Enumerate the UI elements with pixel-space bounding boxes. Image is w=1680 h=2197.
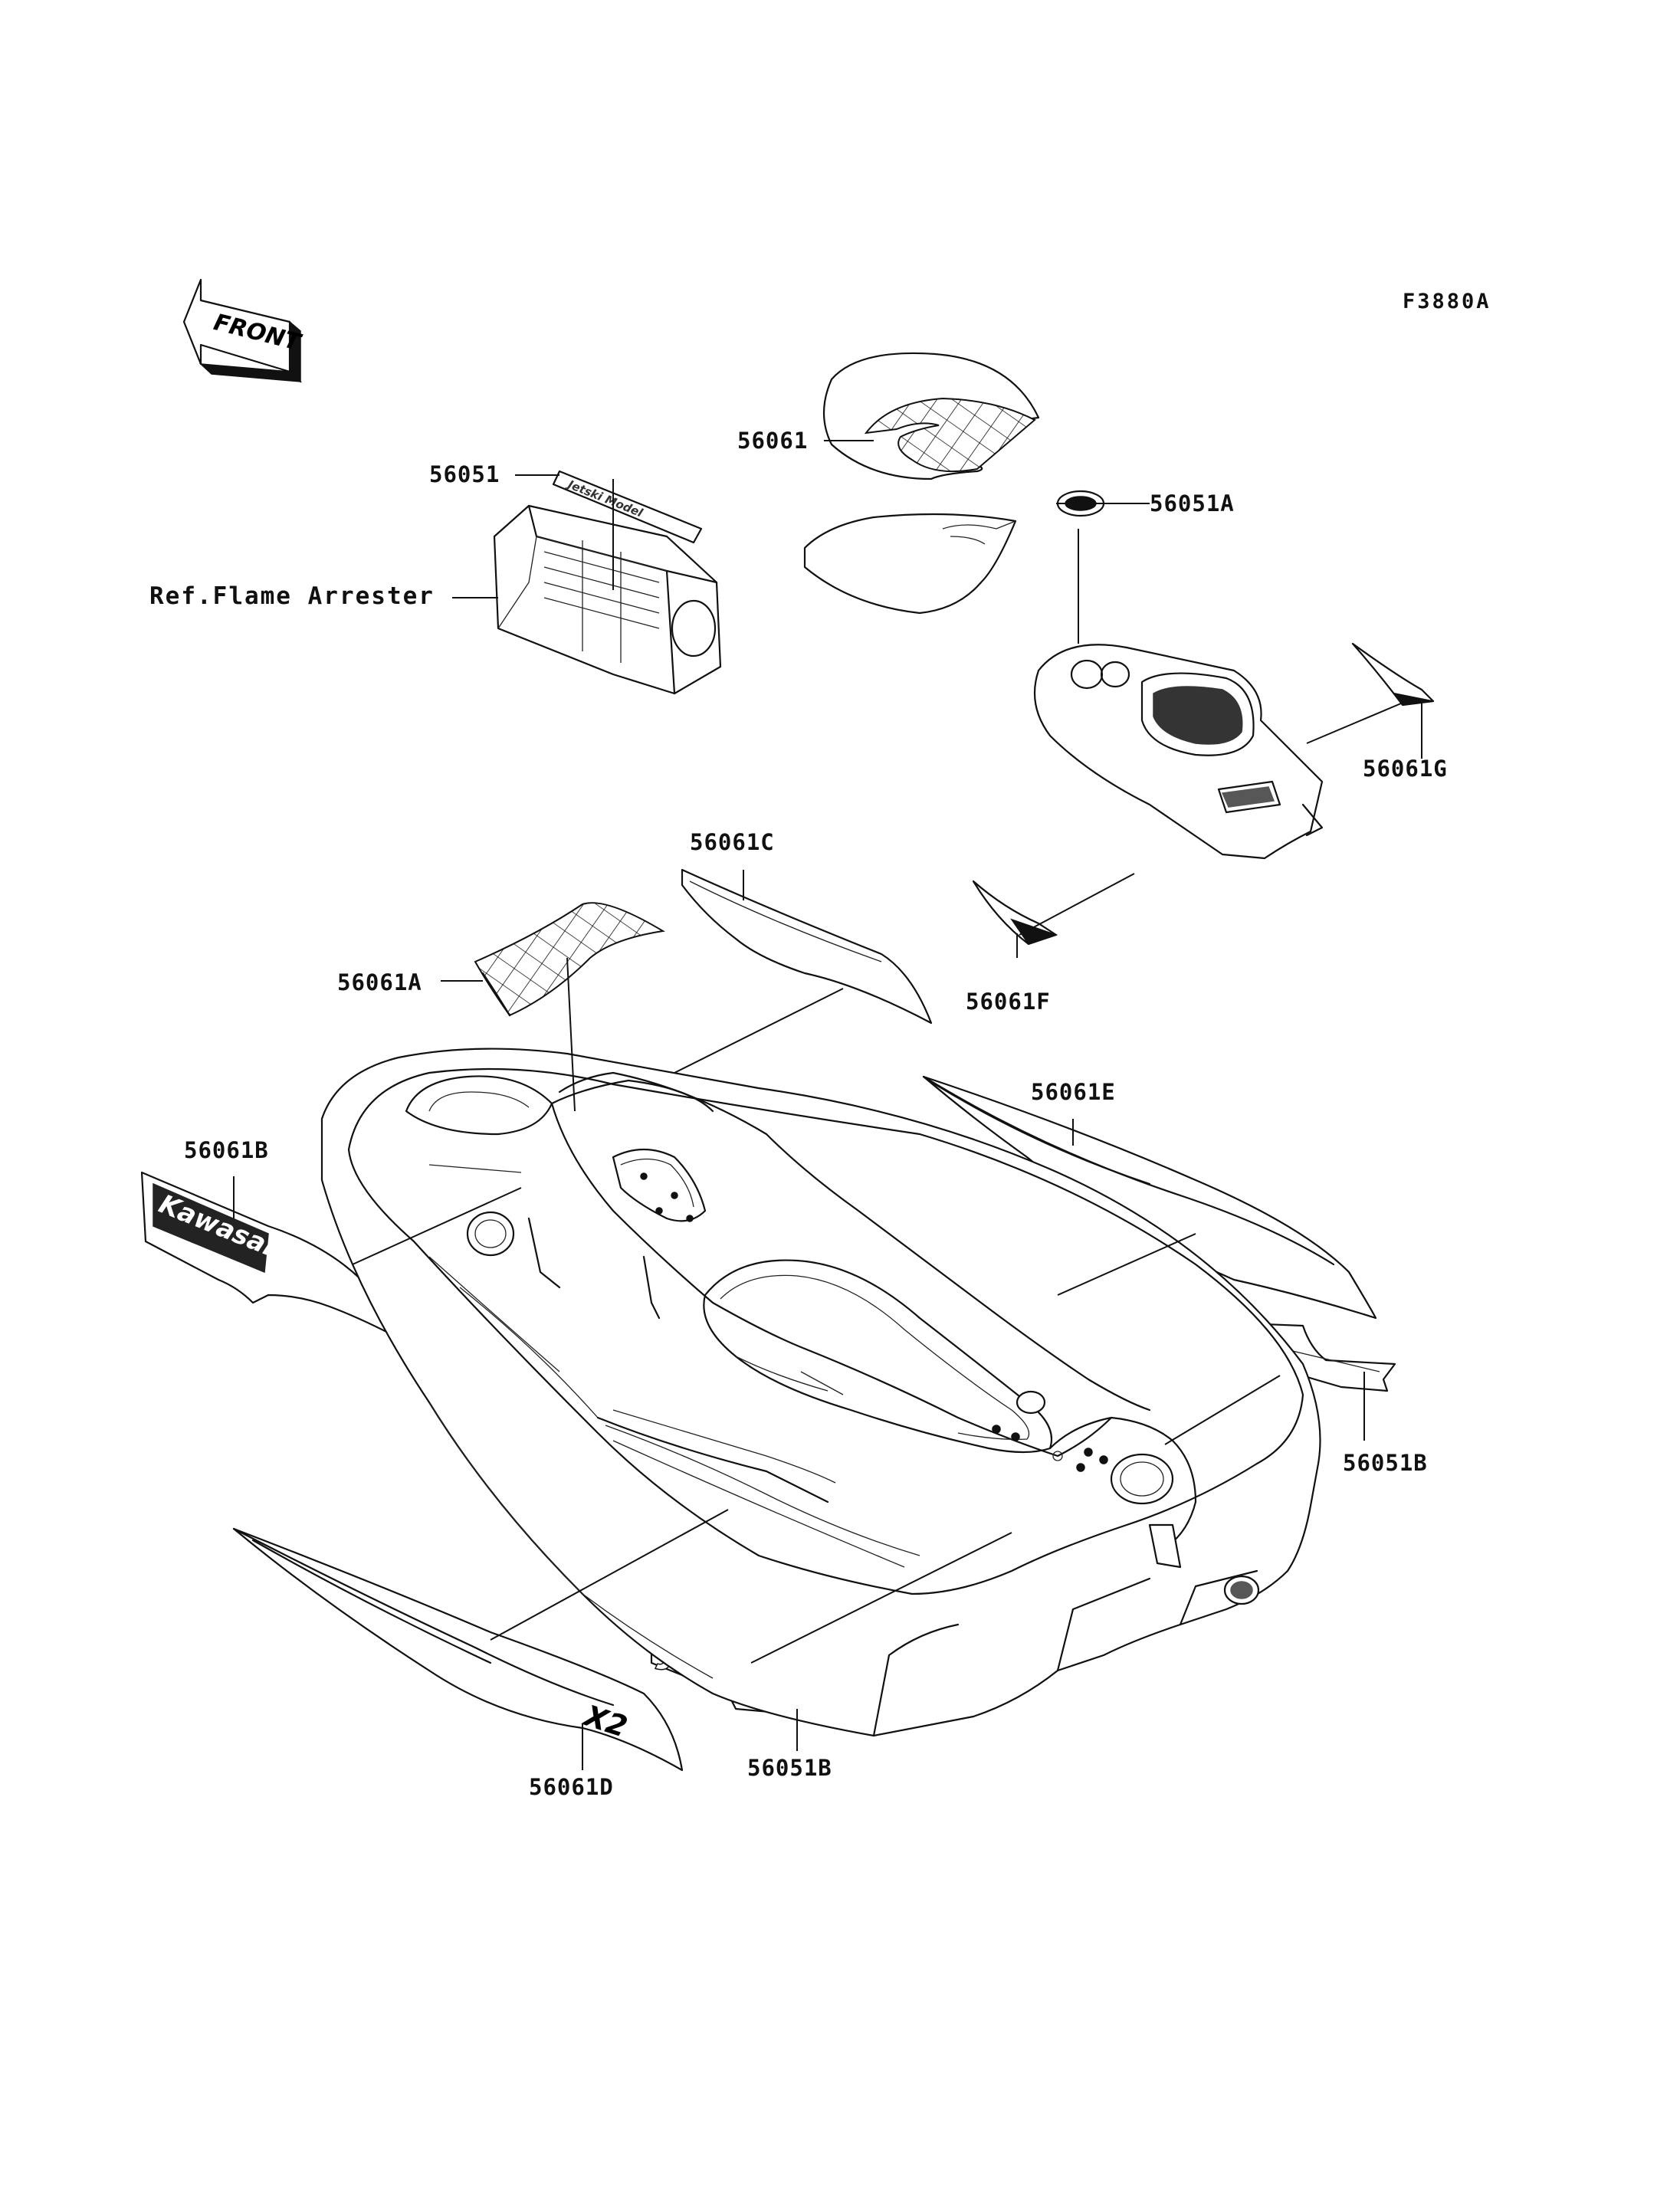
part-label-56061D: 56061D bbox=[529, 1774, 614, 1800]
svg-text:Jetski Model: Jetski Model bbox=[564, 477, 645, 520]
part-label-56061B: 56061B bbox=[184, 1137, 269, 1163]
hull-stripe-e-part bbox=[922, 1075, 1377, 1320]
figure-code: F3880A bbox=[1403, 290, 1491, 313]
part-label-56061E: 56061E bbox=[1031, 1079, 1116, 1105]
part-label-56051B-bottom: 56051B bbox=[747, 1755, 832, 1781]
part-label-56051B-right: 56051B bbox=[1343, 1450, 1428, 1476]
seat-cover-part bbox=[822, 352, 1040, 480]
steering-cover-part bbox=[1033, 644, 1324, 860]
leader-lines bbox=[233, 440, 1422, 1770]
part-label-56061: 56061 bbox=[737, 428, 809, 454]
flame-arrester-part bbox=[493, 504, 722, 695]
side-decal-f-part bbox=[972, 880, 1058, 946]
part-label-56061C: 56061C bbox=[690, 829, 775, 855]
seat-base-part bbox=[803, 513, 1017, 615]
deck-stripe-c-part bbox=[681, 868, 933, 1025]
hull-body-part bbox=[320, 1048, 1321, 1737]
part-label-56061F: 56061F bbox=[966, 989, 1051, 1015]
part-label-56061A: 56061A bbox=[337, 969, 422, 995]
side-decal-g-part bbox=[1351, 642, 1435, 707]
reference-flame-arrester: Ref.Flame Arrester bbox=[149, 582, 435, 610]
part-label-56061G: 56061G bbox=[1363, 756, 1448, 782]
deck-decal-a-part bbox=[474, 902, 665, 1017]
front-arrow-icon: FRONT bbox=[182, 278, 305, 383]
part-label-56051A: 56051A bbox=[1150, 490, 1235, 516]
part-label-56051: 56051 bbox=[429, 461, 500, 487]
